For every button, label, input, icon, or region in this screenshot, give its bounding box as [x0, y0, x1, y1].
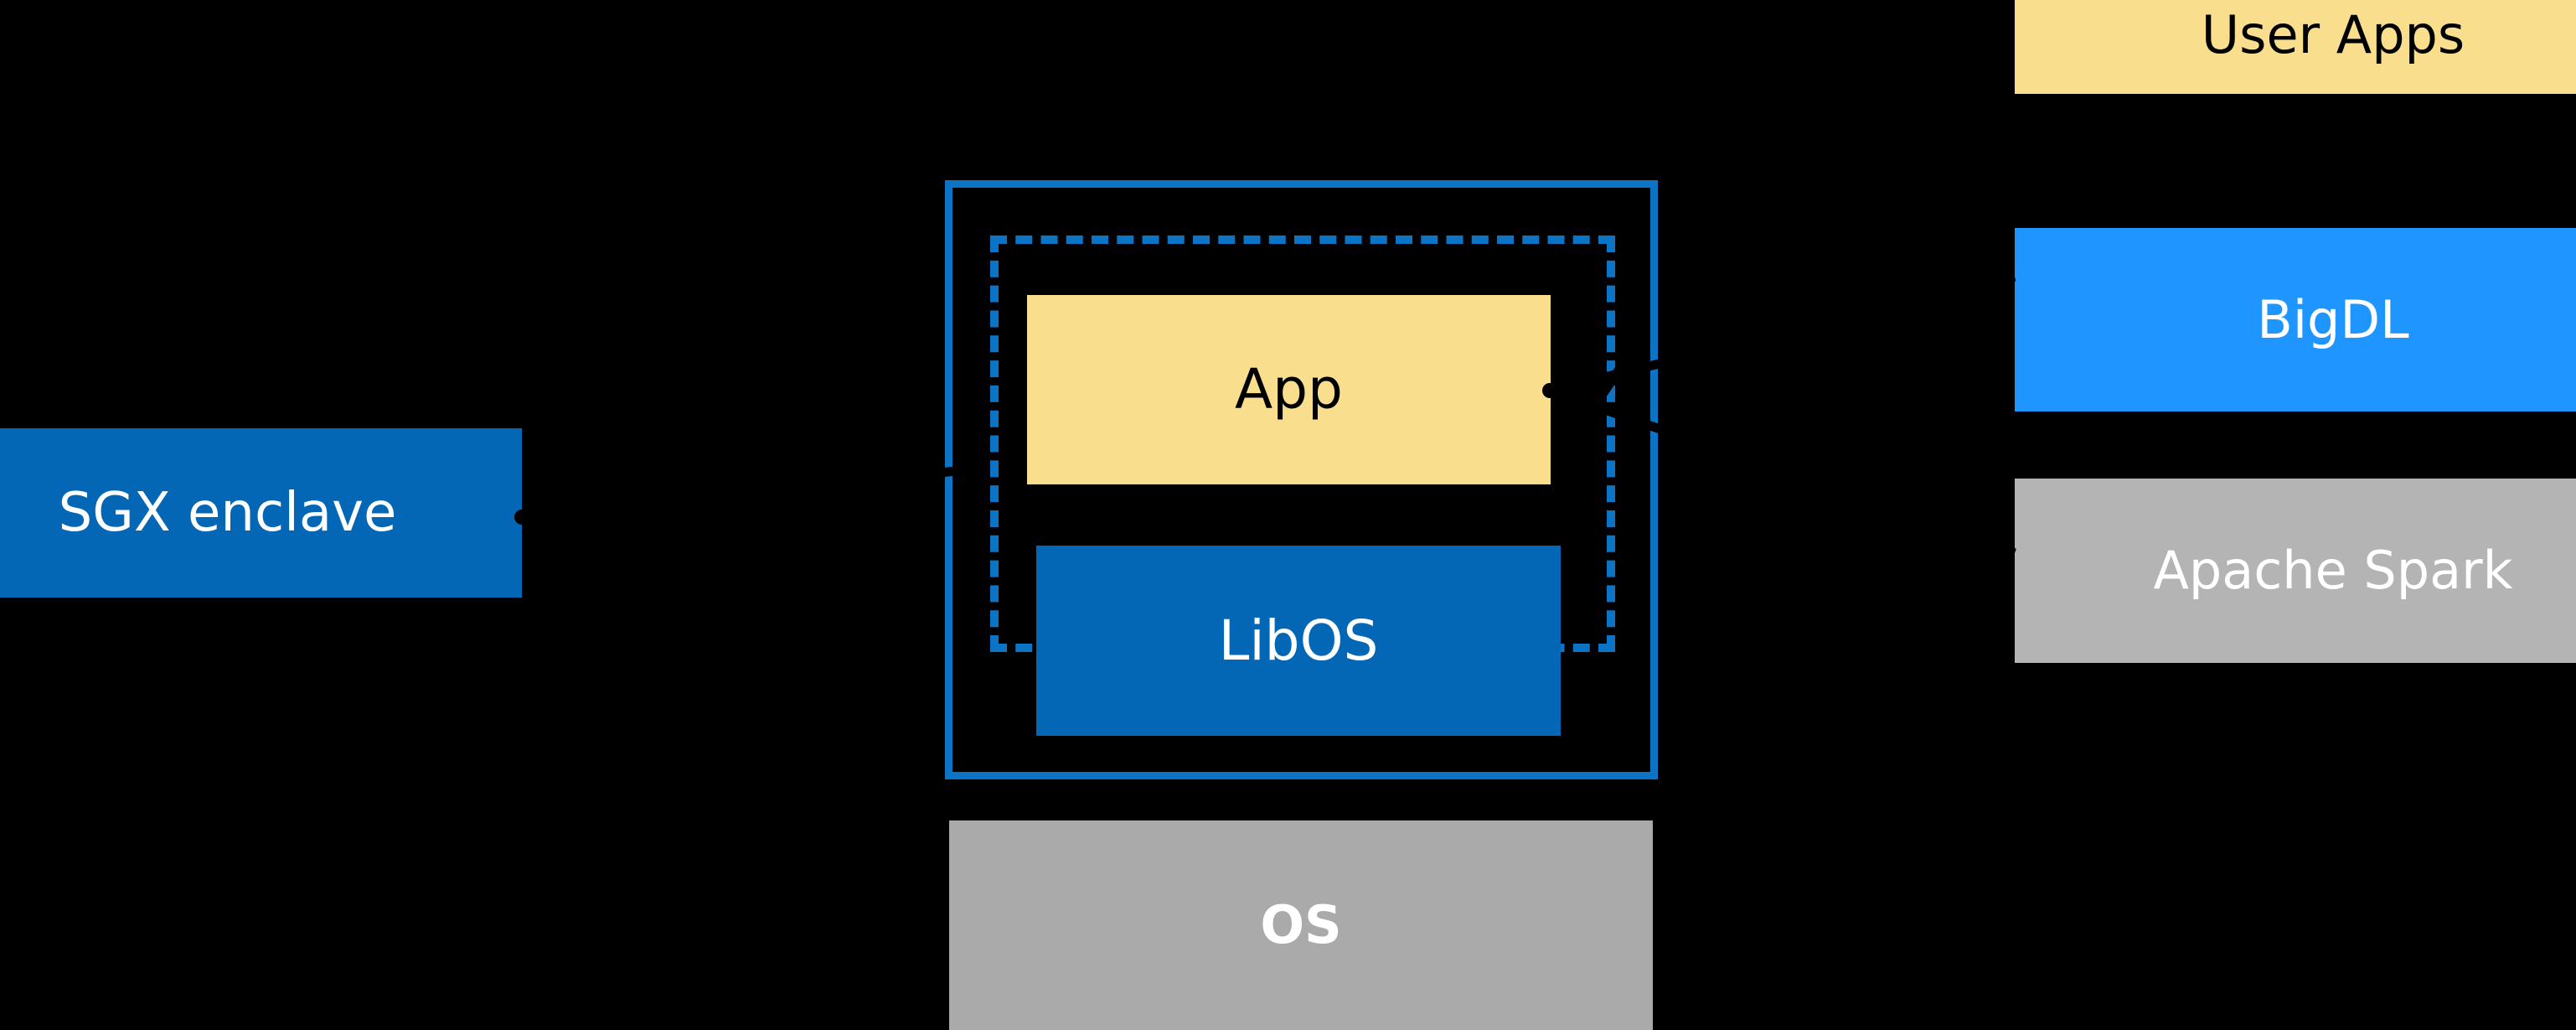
user-apps-label: User Apps: [2201, 4, 2465, 65]
app-label: App: [1235, 357, 1343, 422]
os-label: OS: [1260, 894, 1342, 955]
sgx-enclave-endpoint-dot: [514, 510, 529, 525]
libos-box: LibOS: [1036, 546, 1561, 736]
sgx-enclave-box: SGX enclave: [0, 428, 522, 598]
os-box: OS: [949, 820, 1653, 1030]
bigdl-box: BigDL: [2015, 228, 2576, 411]
sgx-enclave-leader-line: [521, 464, 973, 522]
app-endpoint-dot: [1542, 383, 1557, 398]
app-box: App: [1027, 295, 1551, 484]
libos-label: LibOS: [1218, 608, 1379, 673]
bigdl-label: BigDL: [2257, 288, 2409, 350]
apache-spark-label: Apache Spark: [2153, 540, 2513, 601]
sgx-enclave-label: SGX enclave: [58, 482, 397, 544]
apache-spark-box: Apache Spark: [2015, 479, 2576, 663]
user-apps-box: User Apps: [2015, 0, 2576, 94]
